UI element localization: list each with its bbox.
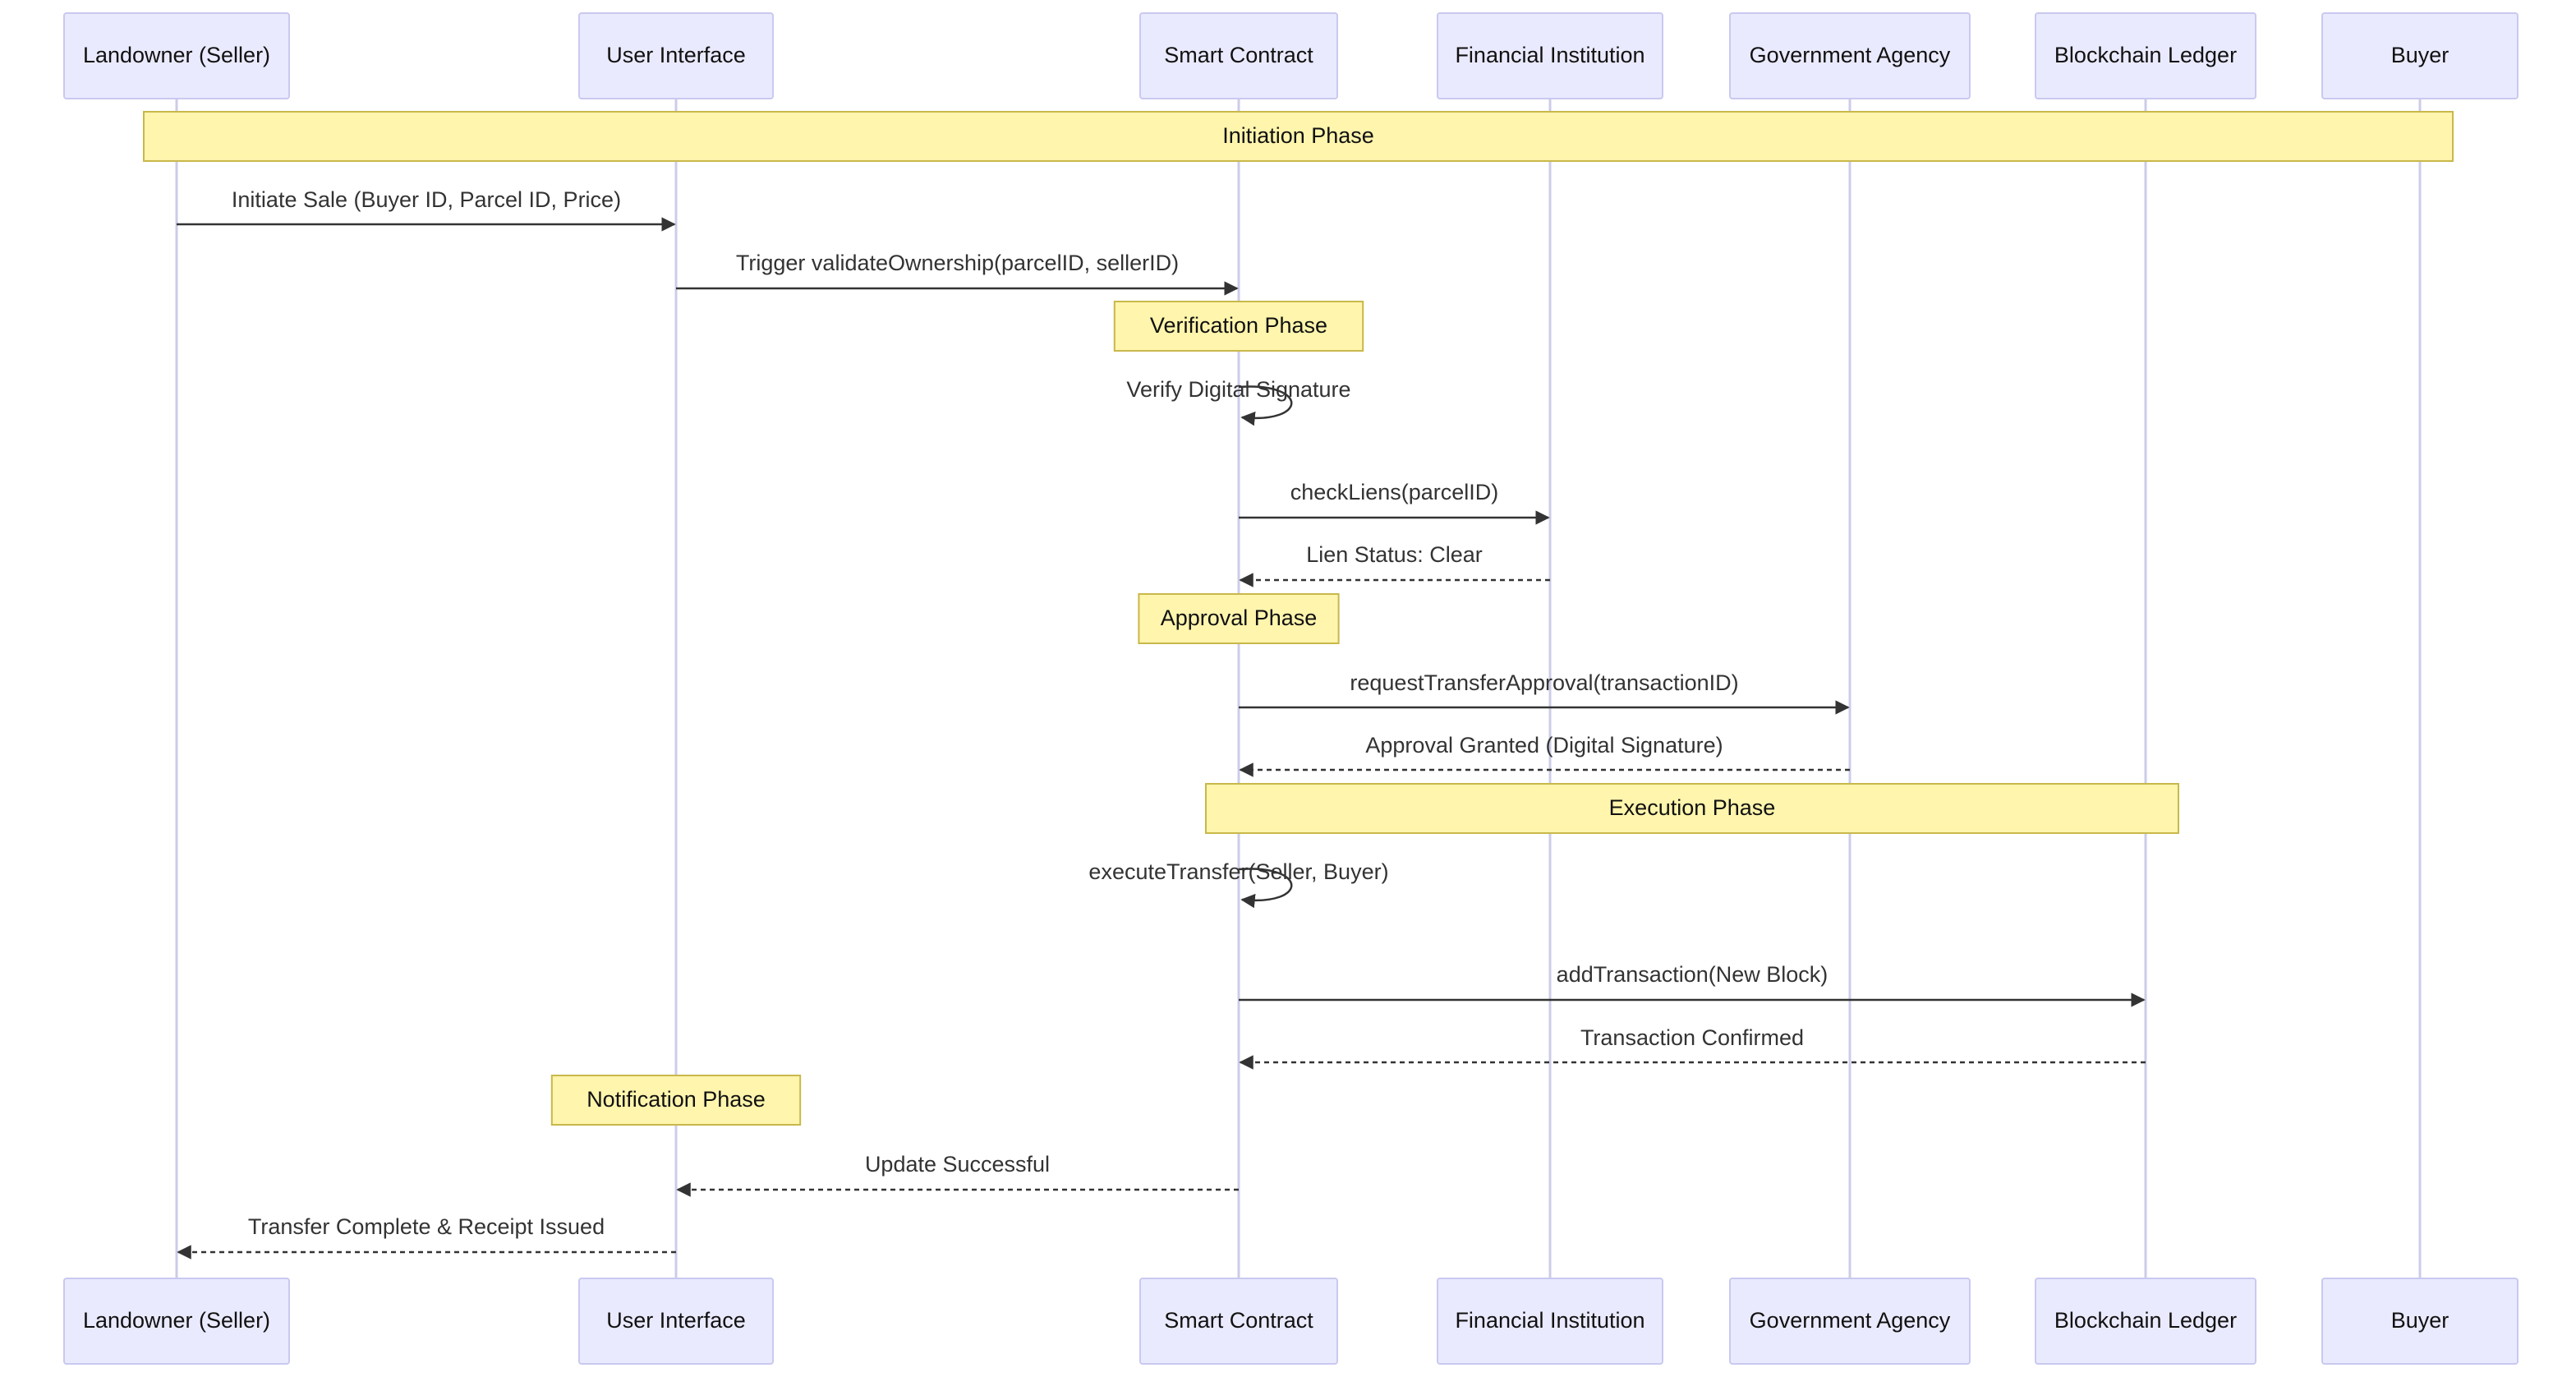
- actor-ui-bottom: User Interface: [578, 1278, 774, 1365]
- actor-gov-bottom: Government Agency: [1729, 1278, 1971, 1365]
- actor-ui-top: User Interface: [578, 12, 774, 99]
- phase-note: Notification Phase: [550, 1075, 802, 1126]
- actor-label: Financial Institution: [1455, 1308, 1644, 1333]
- actor-box: [1139, 12, 1338, 99]
- message: addTransaction(New Block): [1239, 962, 2146, 1007]
- message-label: checkLiens(parcelID): [1290, 480, 1499, 504]
- message-label: requestTransferApproval(transactionID): [1350, 670, 1738, 695]
- message: checkLiens(parcelID): [1239, 480, 1550, 525]
- actor-buyer-top: Buyer: [2321, 12, 2518, 99]
- actor-seller-top: Landowner (Seller): [63, 12, 290, 99]
- message-label: Lien Status: Clear: [1306, 542, 1483, 567]
- note-label: Execution Phase: [1609, 795, 1776, 820]
- actor-box: [2321, 1278, 2518, 1365]
- actor-box: [578, 12, 774, 99]
- actor-box: [1437, 1278, 1663, 1365]
- message-label: Trigger validateOwnership(parcelID, sell…: [736, 251, 1179, 275]
- note-label: Approval Phase: [1161, 606, 1318, 630]
- actors-bottom: Landowner (Seller) User Interface Smart Co…: [63, 1278, 2518, 1365]
- actor-box: [63, 12, 290, 99]
- message-label: Transfer Complete & Receipt Issued: [248, 1214, 605, 1239]
- actor-buyer-bottom: Buyer: [2321, 1278, 2518, 1365]
- actor-label: Landowner (Seller): [83, 1308, 270, 1333]
- message: Initiate Sale (Buyer ID, Parcel ID, Pric…: [177, 187, 676, 232]
- self-loop-arrow: [1238, 385, 1293, 426]
- lifelines: [175, 99, 2422, 1278]
- message-label: Verify Digital Signature: [1126, 377, 1350, 402]
- self-loop-arrow: [1238, 868, 1293, 909]
- actor-label: Blockchain Ledger: [2054, 43, 2237, 67]
- actor-ledger-bottom: Blockchain Ledger: [2035, 1278, 2256, 1365]
- message-label: Transaction Confirmed: [1580, 1025, 1804, 1050]
- actor-box: [2321, 12, 2518, 99]
- message-label: Initiate Sale (Buyer ID, Parcel ID, Pric…: [232, 187, 621, 212]
- actor-sc-bottom: Smart Contract: [1139, 1278, 1338, 1365]
- message-label: addTransaction(New Block): [1557, 962, 1828, 987]
- actor-box: [1139, 1278, 1338, 1365]
- phase-note: Execution Phase: [1205, 783, 2179, 834]
- actor-box: [578, 1278, 774, 1365]
- actors-top: Landowner (Seller) User Interface Smart Co…: [63, 12, 2518, 99]
- actor-fi-bottom: Financial Institution: [1437, 1278, 1663, 1365]
- message: Transfer Complete & Receipt Issued: [177, 1214, 676, 1260]
- phase-note: Verification Phase: [1113, 301, 1364, 352]
- actor-label: Blockchain Ledger: [2054, 1308, 2237, 1333]
- note-box: [143, 111, 2454, 162]
- note-label: Verification Phase: [1150, 313, 1327, 338]
- actor-label: User Interface: [606, 43, 746, 67]
- actor-label: Buyer: [2391, 43, 2450, 67]
- actor-label: Government Agency: [1750, 43, 1951, 67]
- note-label: Initiation Phase: [1222, 123, 1374, 148]
- message: Transaction Confirmed: [1239, 1025, 2146, 1070]
- message: Trigger validateOwnership(parcelID, sell…: [676, 251, 1239, 296]
- message: Update Successful: [676, 1152, 1239, 1197]
- actor-label: Buyer: [2391, 1308, 2450, 1333]
- actor-fi-top: Financial Institution: [1437, 12, 1663, 99]
- actor-box: [1729, 1278, 1971, 1365]
- note-label: Notification Phase: [586, 1087, 766, 1112]
- note-box: [550, 1075, 802, 1126]
- self-message: executeTransfer(Seller, Buyer): [1088, 859, 1389, 909]
- message-label: Approval Granted (Digital Signature): [1365, 733, 1723, 758]
- self-message: Verify Digital Signature: [1126, 377, 1351, 426]
- note-box: [1205, 783, 2179, 834]
- actor-seller-bottom: Landowner (Seller): [63, 1278, 290, 1365]
- actor-box: [2035, 12, 2256, 99]
- actor-label: Government Agency: [1750, 1308, 1951, 1333]
- actor-label: Financial Institution: [1455, 43, 1644, 67]
- actor-box: [63, 1278, 290, 1365]
- phase-note: Initiation Phase: [143, 111, 2454, 162]
- actor-ledger-top: Blockchain Ledger: [2035, 12, 2256, 99]
- message: requestTransferApproval(transactionID): [1239, 670, 1850, 715]
- message-label: Update Successful: [865, 1152, 1050, 1177]
- actor-label: Landowner (Seller): [83, 43, 270, 67]
- note-box: [1138, 593, 1340, 644]
- actor-gov-top: Government Agency: [1729, 12, 1971, 99]
- phase-note: Approval Phase: [1138, 593, 1340, 644]
- message: Approval Granted (Digital Signature): [1239, 733, 1850, 777]
- message: Lien Status: Clear: [1239, 542, 1550, 587]
- note-box: [1113, 301, 1364, 352]
- message-label: executeTransfer(Seller, Buyer): [1088, 859, 1388, 884]
- actor-box: [1437, 12, 1663, 99]
- actor-box: [1729, 12, 1971, 99]
- actor-box: [2035, 1278, 2256, 1365]
- actor-label: Smart Contract: [1164, 1308, 1313, 1333]
- actor-sc-top: Smart Contract: [1139, 12, 1338, 99]
- actor-label: Smart Contract: [1164, 43, 1313, 67]
- actor-label: User Interface: [606, 1308, 746, 1333]
